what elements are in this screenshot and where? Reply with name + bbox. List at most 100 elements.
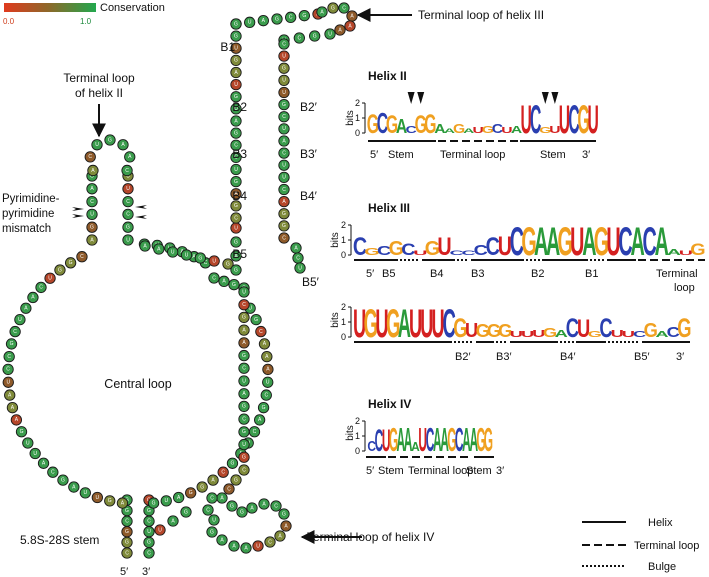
svg-text:G: G bbox=[242, 455, 246, 461]
helix-iii-b-ylabel: bits bbox=[330, 312, 341, 328]
svg-text:G: G bbox=[90, 173, 94, 179]
label-b2p: B2′ bbox=[300, 100, 318, 114]
svg-text:G: G bbox=[147, 508, 151, 514]
nucleotide: G bbox=[226, 457, 239, 469]
svg-text:U: U bbox=[266, 380, 270, 386]
logo-letter: C bbox=[486, 233, 500, 261]
svg-text:U: U bbox=[234, 167, 238, 173]
nucleotide: A bbox=[230, 66, 242, 79]
svg-text:G: G bbox=[234, 33, 238, 39]
nucleotide: A bbox=[238, 337, 250, 349]
helix-iv-ylabel: bits bbox=[345, 425, 356, 441]
svg-text:G: G bbox=[147, 540, 151, 546]
svg-text:A: A bbox=[128, 154, 132, 160]
nucleotide: G bbox=[230, 175, 242, 188]
logo-letter: U bbox=[559, 99, 570, 142]
svg-text:C: C bbox=[282, 187, 286, 193]
nucleotide: U bbox=[79, 487, 91, 499]
logo-letter: C bbox=[618, 220, 632, 264]
nucleotide: G bbox=[327, 2, 339, 14]
svg-text:U: U bbox=[282, 78, 286, 84]
logo-letter: G bbox=[498, 320, 512, 341]
logo-letter: U bbox=[382, 423, 391, 457]
nucleotide: A bbox=[238, 388, 250, 400]
svg-text:U: U bbox=[158, 527, 162, 533]
nucleotide: A bbox=[124, 151, 136, 163]
nucleotide: G bbox=[121, 526, 133, 538]
svg-text:C: C bbox=[282, 150, 286, 156]
nucleotide: U bbox=[2, 376, 14, 388]
svg-text:C: C bbox=[282, 114, 286, 120]
svg-text:G: G bbox=[58, 267, 62, 273]
nucleotide: C bbox=[9, 325, 21, 338]
nucleotide: U bbox=[208, 514, 220, 526]
nucleotide: A bbox=[20, 302, 32, 314]
nucleotide: G bbox=[236, 506, 248, 518]
nucleotide: A bbox=[228, 540, 240, 552]
logo-letter: C bbox=[568, 99, 579, 142]
nucleotide: A bbox=[316, 6, 328, 18]
logo-letter: U bbox=[570, 220, 584, 264]
logo-letter: G bbox=[476, 320, 490, 341]
nucleotide: U bbox=[244, 16, 256, 28]
nucleotide: U bbox=[122, 183, 134, 195]
svg-text:G: G bbox=[242, 315, 246, 321]
helix-iii-ylabel: bits bbox=[330, 232, 341, 248]
label-b5p: B5′ bbox=[302, 275, 320, 289]
svg-text:A: A bbox=[171, 518, 175, 524]
nucleotide: G bbox=[278, 62, 290, 74]
svg-text:A: A bbox=[263, 341, 267, 347]
axis-tick-label: 0 bbox=[355, 128, 360, 138]
svg-text:C: C bbox=[125, 519, 129, 525]
nucleotide: C bbox=[238, 299, 250, 311]
nucleotide: C bbox=[208, 272, 220, 284]
axis-tick-label: 0 bbox=[341, 250, 346, 260]
nucleotide: A bbox=[68, 481, 80, 493]
logo-letter: C bbox=[375, 423, 384, 457]
logo-letter: A bbox=[397, 422, 406, 459]
nucleotide: G bbox=[222, 258, 234, 270]
svg-text:C: C bbox=[296, 255, 300, 261]
svg-text:A: A bbox=[250, 505, 254, 511]
nucleotide: U bbox=[44, 272, 56, 284]
svg-text:C: C bbox=[90, 199, 94, 205]
helix-iii-b-b4p: B4′ bbox=[560, 351, 576, 363]
svg-text:C: C bbox=[234, 215, 238, 221]
svg-text:C: C bbox=[227, 486, 231, 492]
svg-text:G: G bbox=[313, 33, 317, 39]
nucleotide: G bbox=[104, 495, 116, 507]
nucleotide: C bbox=[86, 195, 98, 208]
nucleotide: A bbox=[86, 183, 98, 195]
helix-iii-a-b3: B3 bbox=[471, 268, 484, 280]
nucleotide: A bbox=[278, 135, 290, 147]
helix-iii-a-5prime: 5′ bbox=[366, 268, 374, 280]
nucleotide: G bbox=[15, 426, 28, 438]
label-central-loop: Central loop bbox=[104, 377, 171, 391]
svg-text:G: G bbox=[61, 477, 65, 483]
helix-iii-a-b1: B1 bbox=[585, 268, 598, 280]
nucleotide: C bbox=[278, 38, 290, 50]
logo-letter: U bbox=[611, 329, 624, 340]
svg-text:G: G bbox=[234, 58, 238, 64]
svg-text:A: A bbox=[258, 417, 262, 423]
nucleotide: C bbox=[206, 492, 218, 504]
svg-text:U: U bbox=[90, 212, 94, 218]
svg-text:U: U bbox=[282, 163, 286, 169]
nucleotide: A bbox=[139, 240, 151, 252]
nucleotide: A bbox=[173, 491, 185, 504]
svg-text:U: U bbox=[48, 276, 52, 282]
nucleotide: G bbox=[250, 313, 262, 326]
axis-tick-label: 2 bbox=[341, 302, 346, 312]
logo-letter: G bbox=[364, 301, 378, 346]
logo-letter: A bbox=[433, 422, 442, 459]
nucleotide: C bbox=[217, 466, 229, 478]
nucleotide: U bbox=[91, 491, 103, 504]
logo-letter: A bbox=[469, 422, 478, 459]
svg-text:A: A bbox=[234, 70, 238, 76]
logo-letter: U bbox=[437, 233, 451, 261]
logo-letter: U bbox=[431, 301, 444, 346]
logo-letter: U bbox=[420, 301, 433, 346]
helix-iv-axis: 012 bbox=[355, 416, 366, 456]
nucleotide: C bbox=[143, 515, 155, 527]
svg-text:A: A bbox=[72, 484, 76, 490]
